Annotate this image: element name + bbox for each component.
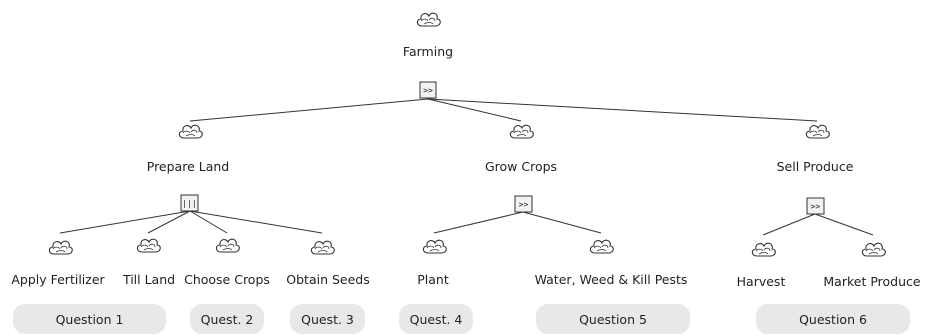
- question-4-pill: Quest. 4: [399, 304, 473, 334]
- leaf-market-produce[interactable]: Market Produce: [823, 242, 921, 289]
- leaf-apply-fertilizer[interactable]: Apply Fertilizer: [11, 240, 106, 287]
- node-farming[interactable]: Farming >>: [403, 12, 453, 99]
- cloud-icon: [215, 238, 240, 253]
- leaf-obtain-seeds[interactable]: Obtain Seeds: [286, 240, 370, 287]
- leaf-water-weed-kill-pests[interactable]: Water, Weed & Kill Pests: [535, 239, 688, 287]
- leaf-label: Till Land: [122, 272, 175, 287]
- question-6-pill: Question 6: [756, 304, 910, 334]
- leaf-label: Plant: [417, 272, 449, 287]
- leaf-choose-crops[interactable]: Choose Crops: [184, 238, 270, 287]
- question-2-pill: Quest. 2: [190, 304, 264, 334]
- node-sell-produce[interactable]: Sell Produce >>: [777, 124, 854, 215]
- svg-text:|||: |||: [182, 199, 196, 208]
- node-label: Farming: [403, 44, 453, 59]
- leaf-label: Choose Crops: [184, 272, 270, 287]
- leaf-label: Market Produce: [823, 274, 921, 289]
- cloud-icon: [509, 124, 534, 139]
- cloud-icon: [416, 12, 441, 27]
- node-label: Sell Produce: [777, 159, 854, 174]
- leaf-label: Water, Weed & Kill Pests: [535, 272, 688, 287]
- cloud-icon: [136, 238, 161, 253]
- cloud-icon: [310, 240, 335, 255]
- cloud-icon: [861, 242, 886, 257]
- sequence-operator-icon: >>: [514, 195, 533, 213]
- node-prepare-land[interactable]: Prepare Land |||: [147, 124, 229, 212]
- svg-text:>>: >>: [519, 200, 529, 209]
- cloud-icon: [48, 240, 73, 255]
- leaf-label: Obtain Seeds: [286, 272, 369, 287]
- sequence-operator-icon: >>: [806, 197, 825, 215]
- cloud-icon: [178, 124, 203, 139]
- question-5-pill: Question 5: [536, 304, 690, 334]
- leaf-label: Harvest: [737, 274, 786, 289]
- parallel-operator-icon: |||: [180, 194, 199, 212]
- cloud-icon: [751, 242, 776, 257]
- svg-text:>>: >>: [811, 202, 821, 211]
- node-label: Grow Crops: [485, 159, 557, 174]
- question-3-pill: Quest. 3: [290, 304, 365, 334]
- node-label: Prepare Land: [147, 159, 229, 174]
- node-grow-crops[interactable]: Grow Crops >>: [485, 124, 557, 213]
- svg-text:>>: >>: [423, 86, 433, 95]
- leaf-plant[interactable]: Plant: [417, 239, 449, 287]
- question-1-pill: Question 1: [13, 304, 166, 334]
- leaf-harvest[interactable]: Harvest: [737, 242, 786, 289]
- cloud-icon: [422, 239, 447, 254]
- leaf-label: Apply Fertilizer: [11, 272, 105, 287]
- connector-lines: [59, 98, 874, 236]
- sequence-operator-icon: >>: [419, 81, 437, 99]
- cloud-icon: [805, 124, 830, 139]
- cloud-icon: [589, 239, 614, 254]
- leaf-till-land[interactable]: Till Land: [122, 238, 175, 287]
